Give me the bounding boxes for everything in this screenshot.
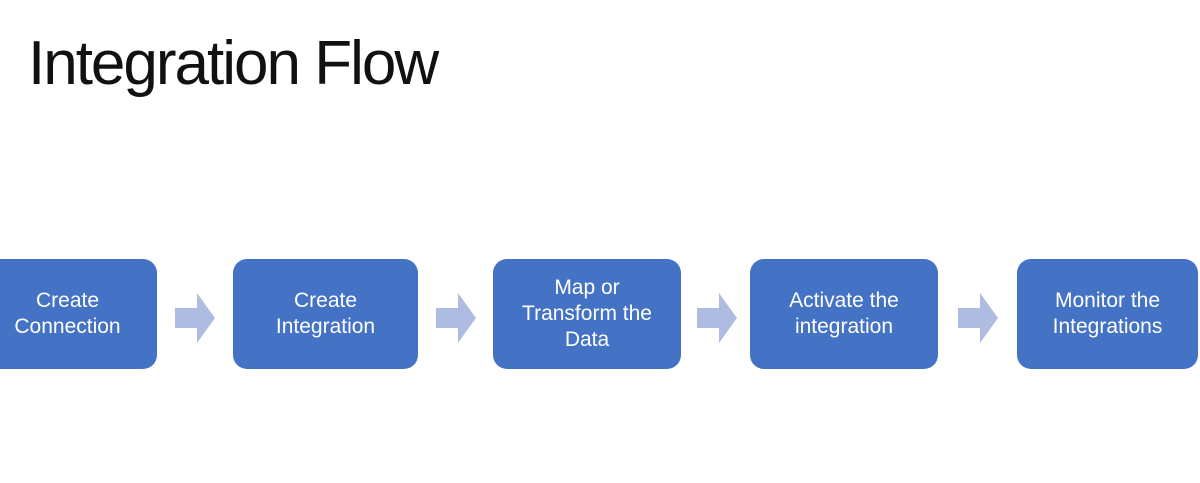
flow-step-label: Map or Transform the Data (522, 276, 652, 351)
arrow-right-icon (697, 293, 737, 343)
page-title: Integration Flow (28, 29, 439, 98)
flow-step-label: Activate the integration (789, 289, 899, 338)
flow-diagram: Create Connection Create Integration Map… (0, 259, 1200, 372)
flow-step-label: Create Integration (275, 289, 376, 338)
flow-step-create-connection: Create Connection (0, 259, 157, 369)
flow-step-create-integration: Create Integration (233, 259, 418, 369)
flow-step-activate-integration: Activate the integration (750, 259, 938, 369)
flow-step-label: Create Connection (14, 289, 121, 338)
arrow-right-icon (436, 293, 476, 343)
flow-step-label: Monitor the Integrations (1052, 289, 1163, 338)
flow-step-monitor-integrations: Monitor the Integrations (1017, 259, 1198, 369)
flow-step-map-transform-data: Map or Transform the Data (493, 259, 681, 369)
arrow-right-icon (175, 293, 215, 343)
arrow-right-icon (958, 293, 998, 343)
